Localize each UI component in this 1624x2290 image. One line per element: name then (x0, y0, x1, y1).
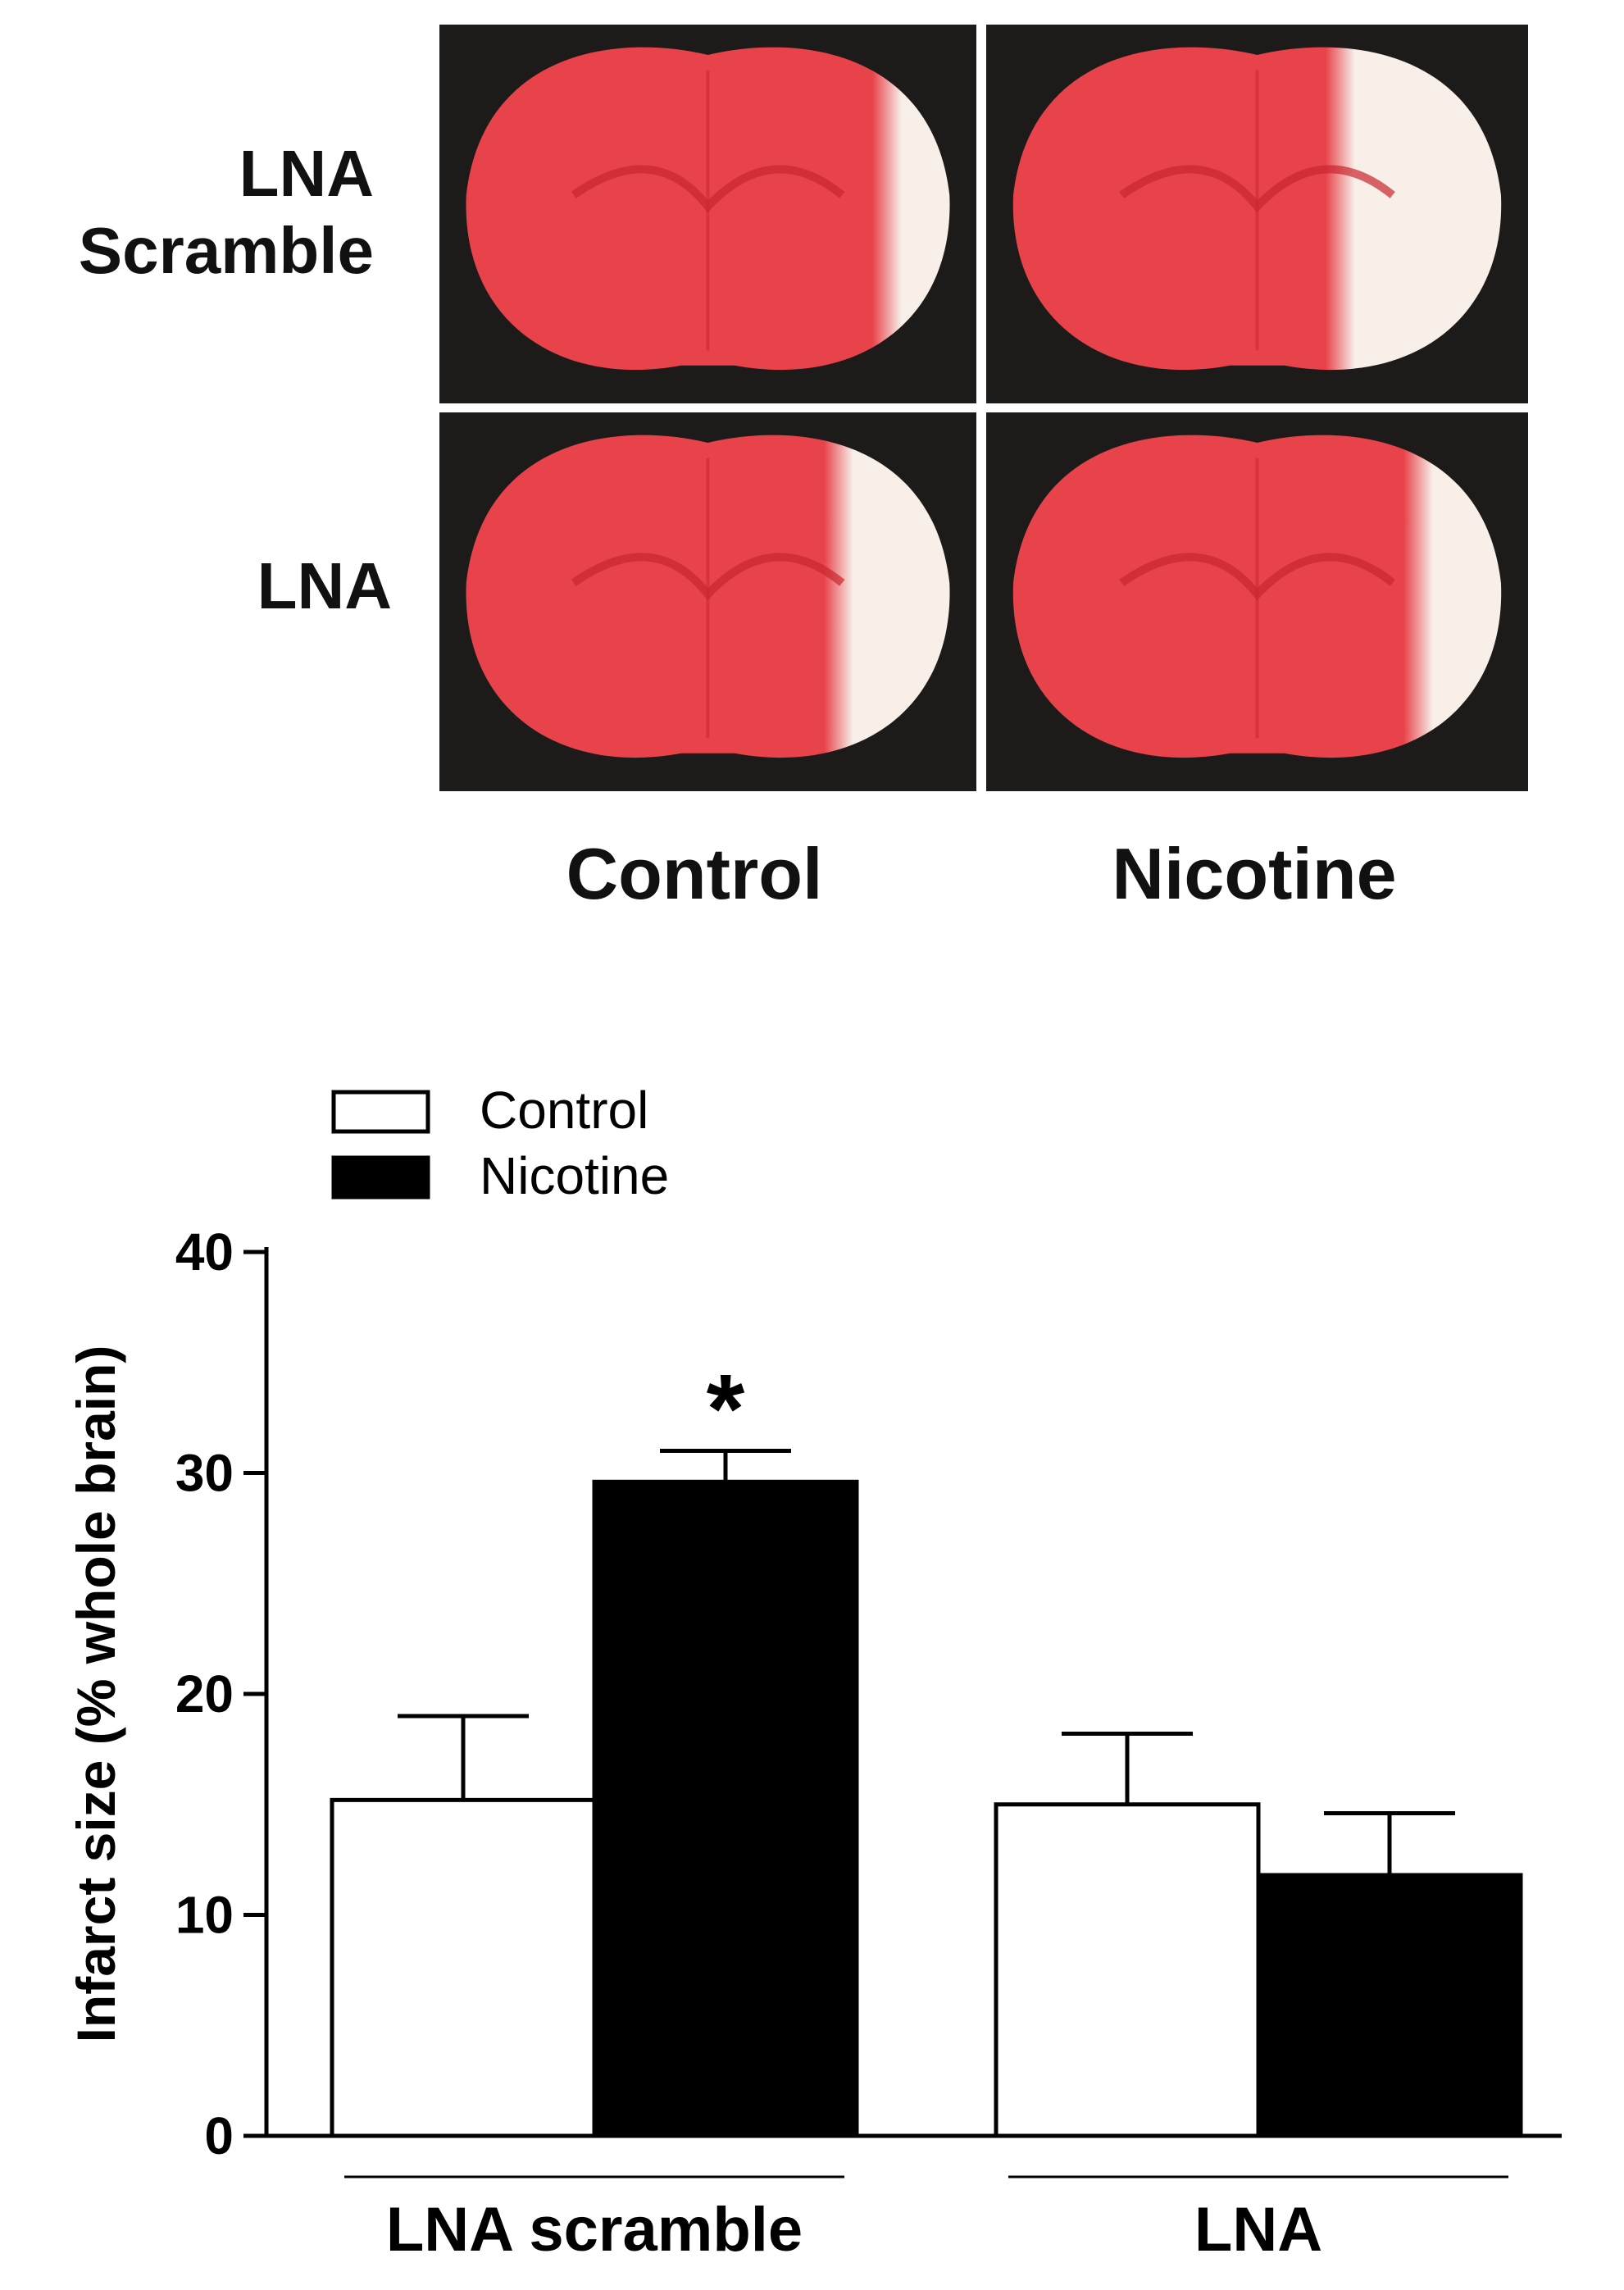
legend-label-control: Control (480, 1081, 648, 1140)
legend-swatch-nicotine (331, 1155, 430, 1200)
bar-control-2 (994, 1802, 1261, 2138)
legend-swatch-control (331, 1090, 430, 1134)
y-tick-label: 10 (175, 1886, 234, 1945)
brain-slice-lna-scramble-nicotine-photo (986, 25, 1528, 403)
legend-label-nicotine: Nicotine (480, 1146, 669, 1205)
brain-slice-drawing (986, 25, 1528, 403)
y-tick-label: 20 (175, 1664, 234, 1723)
brain-slice-lna-control-photo (439, 412, 976, 791)
column-label-control: Control (566, 833, 823, 914)
bar-control-1 (330, 1797, 597, 2138)
category-label: LNA scramble (386, 2195, 803, 2265)
bar-nicotine-2 (1256, 1873, 1523, 2138)
brain-slice-drawing (439, 25, 976, 403)
significance-asterisk: * (707, 1354, 745, 1464)
y-tick-label: 0 (204, 2106, 234, 2165)
row-label-lna: LNA (257, 549, 392, 622)
y-tick-label: 30 (175, 1444, 234, 1503)
bar-nicotine-1 (592, 1479, 859, 2138)
brain-slice-lna-scramble-control-photo (439, 25, 976, 403)
brain-slice-drawing (986, 412, 1528, 791)
y-tick-label: 40 (175, 1222, 234, 1282)
category-label: LNA (1194, 2195, 1322, 2265)
y-axis-label: Infarct size (% whole brain) (66, 1345, 126, 2043)
brain-slice-drawing (439, 412, 976, 791)
brain-slice-lna-nicotine-photo (986, 412, 1528, 791)
column-label-nicotine: Nicotine (1112, 833, 1397, 914)
